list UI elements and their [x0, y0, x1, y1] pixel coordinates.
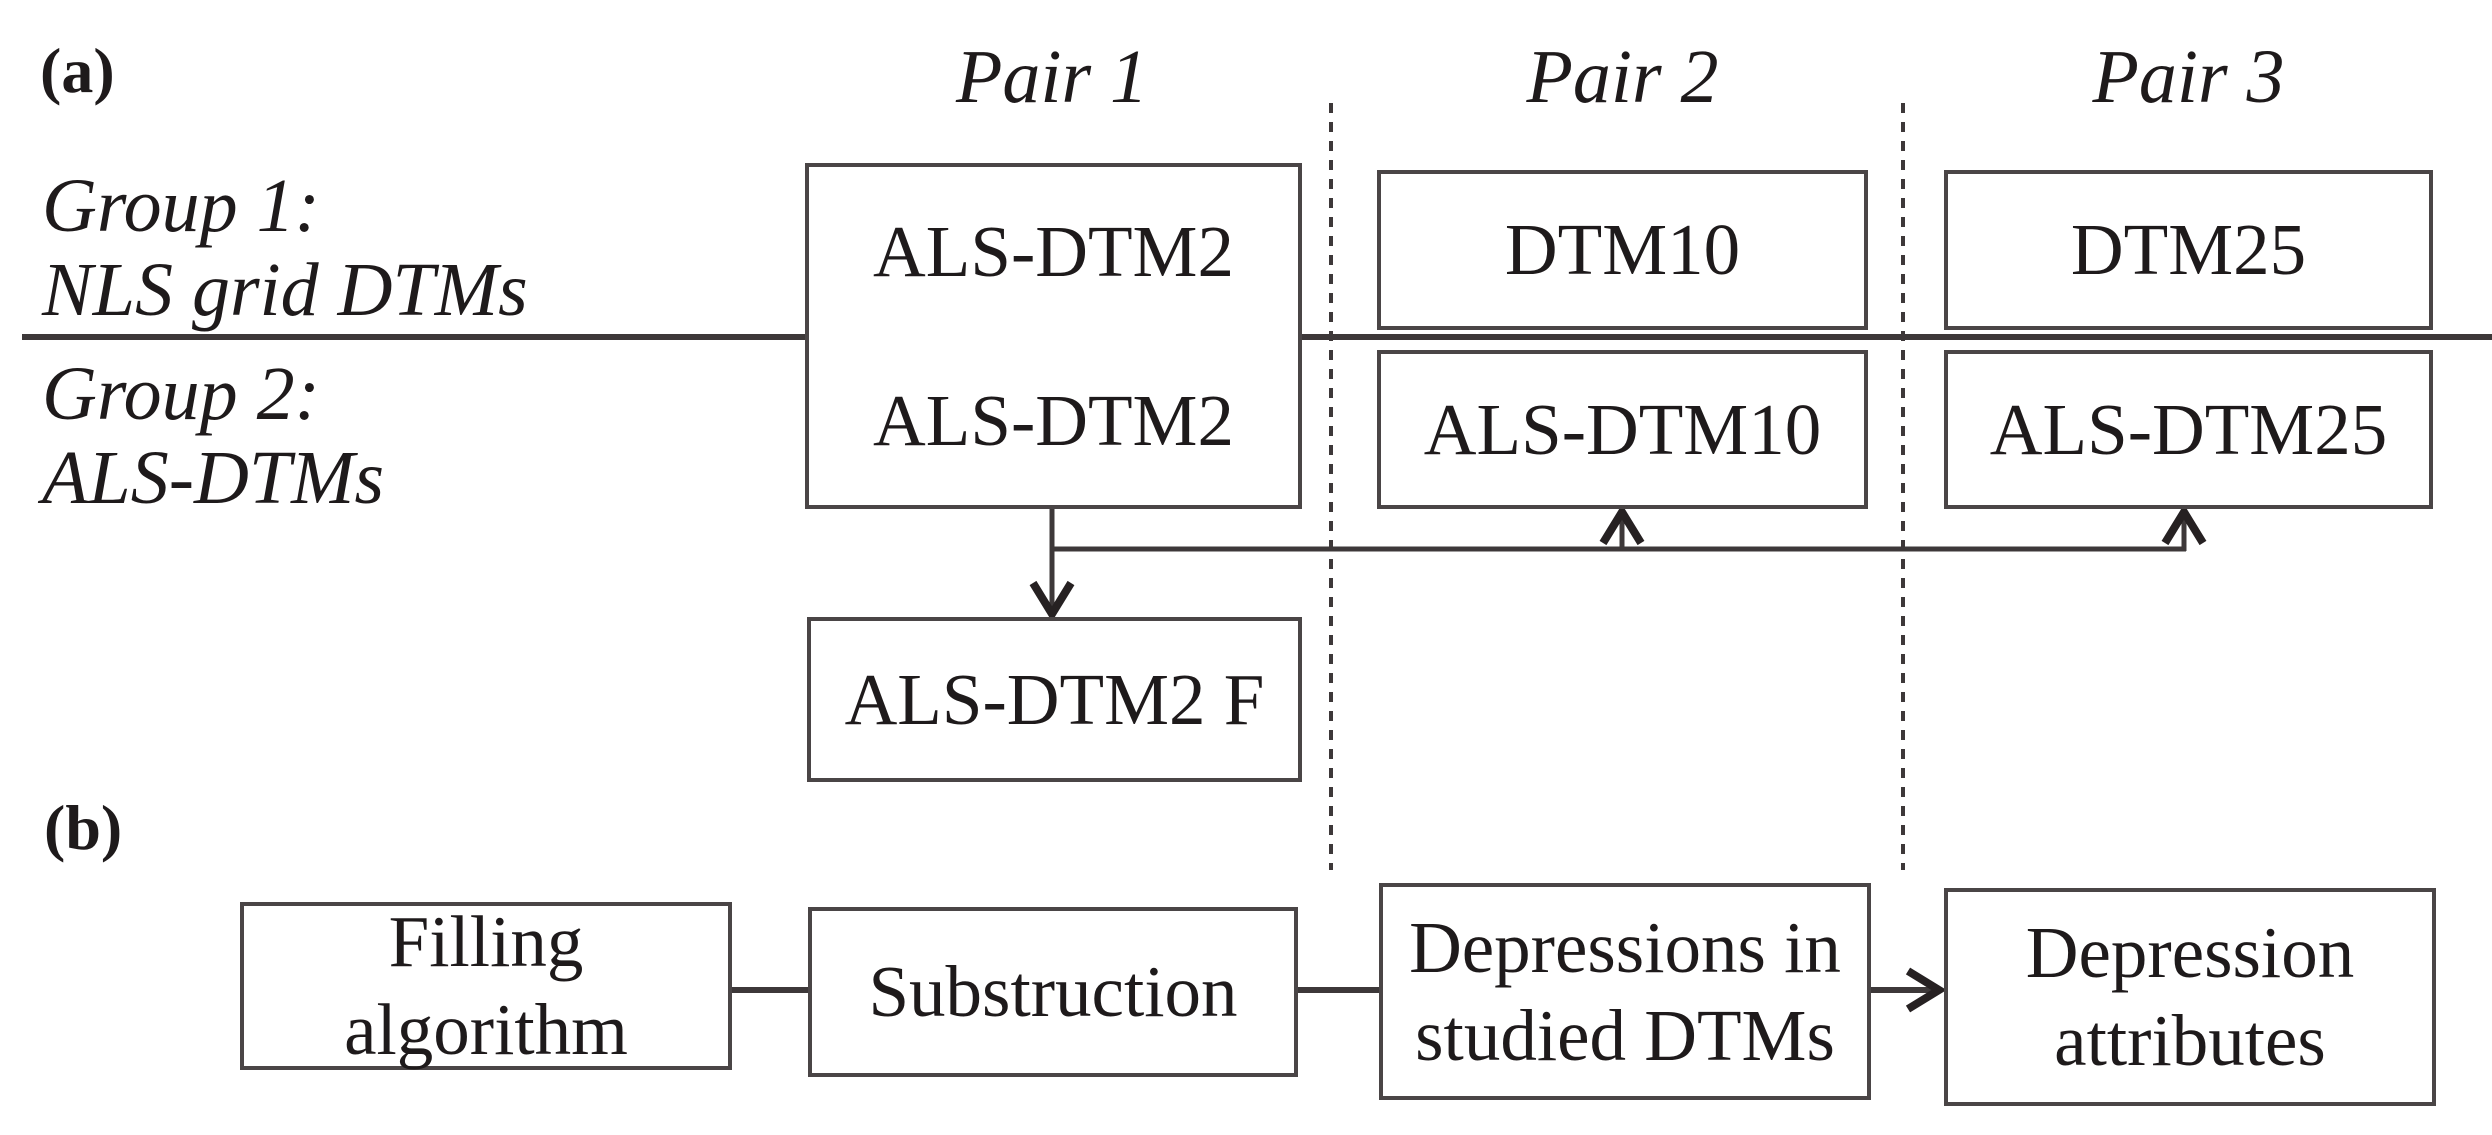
- pair-1-top-label: ALS-DTM2: [873, 210, 1234, 292]
- pair-1-box-lower-half: ALS-DTM2: [809, 336, 1298, 505]
- dtm25-box: DTM25: [1944, 170, 2433, 330]
- step-attributes-label: Depression attributes: [2026, 909, 2354, 1085]
- dtm25-label: DTM25: [2070, 209, 2307, 290]
- pair-3-title: Pair 3: [2092, 35, 2285, 119]
- step-depressions-line1: Depressions in: [1409, 906, 1841, 988]
- group-2-label: Group 2: ALS-DTMs: [42, 352, 384, 520]
- arrowhead-up-icon-1: [1599, 504, 1645, 546]
- step-substruction-box: Substruction: [808, 907, 1298, 1077]
- pair-2-title: Pair 2: [1526, 35, 1719, 119]
- group-1-label: Group 1: NLS grid DTMs: [42, 164, 528, 332]
- step-attributes-line2: attributes: [2054, 1000, 2326, 1081]
- panel-a-label: (a): [40, 35, 115, 106]
- als-dtm25-box: ALS-DTM25: [1944, 350, 2433, 509]
- panel-b-label: (b): [44, 792, 123, 863]
- als-dtm25-label: ALS-DTM25: [1989, 388, 2388, 470]
- arrowhead-right-icon: [1905, 967, 1947, 1013]
- pair-1-bottom-label: ALS-DTM2: [873, 379, 1234, 461]
- step-depressions-line2: studied DTMs: [1415, 994, 1835, 1076]
- step-depressions-label: Depressions in studied DTMs: [1409, 904, 1841, 1080]
- pair-1-box: ALS-DTM2 ALS-DTM2: [805, 163, 1302, 509]
- step-depressions-box: Depressions in studied DTMs: [1379, 883, 1871, 1100]
- step-attributes-line1: Depression: [2025, 912, 2355, 993]
- pair-1-box-upper-half: ALS-DTM2: [809, 167, 1298, 336]
- group-2-description: ALS-DTMs: [42, 436, 385, 520]
- step-filling-algorithm-box: Filling algorithm: [240, 901, 732, 1070]
- als-dtm10-box: ALS-DTM10: [1377, 350, 1868, 509]
- dtm10-box: DTM10: [1377, 170, 1868, 330]
- als-dtm2f-label: ALS-DTM2 F: [844, 658, 1265, 740]
- step-substruction-label: Substruction: [868, 951, 1238, 1032]
- pair-1-title: Pair 1: [955, 35, 1149, 119]
- als-dtm10-label: ALS-DTM10: [1423, 388, 1822, 470]
- group-1-name: Group 1:: [42, 164, 320, 248]
- group-2-name: Group 2:: [42, 352, 320, 436]
- step-attributes-box: Depression attributes: [1944, 888, 2436, 1106]
- arrowhead-down-icon: [1029, 580, 1075, 622]
- group-1-description: NLS grid DTMs: [42, 248, 528, 332]
- arrowhead-up-icon-2: [2161, 504, 2207, 546]
- dtm10-label: DTM10: [1504, 209, 1741, 290]
- als-dtm2f-box: ALS-DTM2 F: [807, 617, 1302, 782]
- step-filling-algorithm-label: Filling algorithm: [344, 901, 628, 1070]
